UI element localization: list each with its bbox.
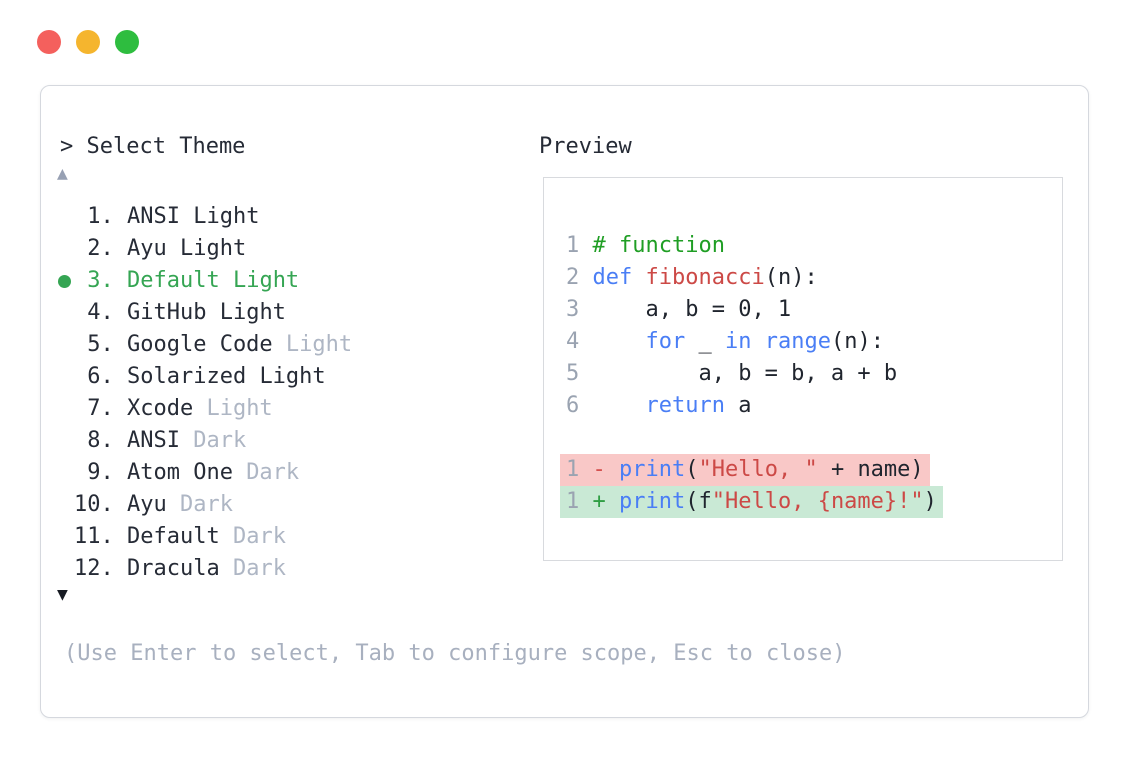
theme-item-variant: Dark (193, 428, 247, 453)
preview-pane: 1 # function 2 def fibonacci(n): 3 a, b = … (543, 177, 1063, 561)
theme-item-label: 6. Solarized (74, 364, 260, 389)
window-controls (37, 30, 139, 54)
selected-indicator-dot (58, 274, 71, 288)
theme-item-variant: Dark (232, 524, 286, 549)
code-line: 5 a, b = b, a + b (566, 361, 898, 386)
theme-list-item-github-light[interactable]: 4. GitHub Light (58, 297, 352, 329)
theme-list-item-ayu-dark[interactable]: 10. Ayu Dark (58, 489, 352, 521)
theme-item-label: 11. Default (74, 524, 233, 549)
theme-item-variant: Light (259, 364, 326, 389)
code-line: 4 for _ in range(n): (566, 329, 884, 354)
code-blank-line (566, 422, 1062, 454)
theme-list-item-default-dark[interactable]: 11. Default Dark (58, 521, 352, 553)
theme-item-label: 10. Ayu (74, 492, 180, 517)
code-line: 2 def fibonacci(n): (566, 265, 818, 290)
theme-item-label: 8. ANSI (74, 428, 194, 453)
theme-item-variant: Light (285, 332, 353, 357)
keyboard-hint: (Use Enter to select, Tab to configure s… (64, 641, 846, 666)
minimize-button[interactable] (76, 30, 100, 54)
theme-item-label: 7. Xcode (74, 396, 207, 421)
theme-item-variant: Dark (232, 556, 286, 581)
theme-item-variant: Light (193, 204, 260, 229)
theme-item-label: 1. ANSI (74, 204, 194, 229)
theme-list-item-xcode-light[interactable]: 7. Xcode Light (58, 393, 352, 425)
theme-item-label: 12. Dracula (74, 556, 233, 581)
code-line: 6 return a (566, 393, 752, 418)
theme-item-label: 3. Default (74, 268, 233, 293)
theme-list-item-google-code-light[interactable]: 5. Google Code Light (58, 329, 352, 361)
theme-item-variant: Dark (179, 492, 233, 517)
theme-list-item-ansi-light[interactable]: 1. ANSI Light (58, 201, 352, 233)
scroll-up-icon[interactable]: ▲ (57, 163, 68, 184)
theme-item-variant: Dark (246, 460, 300, 485)
theme-list-item-default-light[interactable]: 3. Default Light (58, 265, 352, 297)
preview-title: Preview (539, 134, 632, 159)
theme-item-variant: Light (179, 236, 247, 261)
theme-item-variant: Light (219, 300, 286, 325)
theme-item-label: 2. Ayu (74, 236, 180, 261)
theme-item-label: 9. Atom One (74, 460, 247, 485)
theme-list-item-solarized-light[interactable]: 6. Solarized Light (58, 361, 352, 393)
scroll-down-icon[interactable]: ▼ (57, 584, 68, 605)
diff-highlight-added: 1 + print(f"Hello, {name}!") (560, 486, 943, 518)
theme-list-item-atom-one-dark[interactable]: 9. Atom One Dark (58, 457, 352, 489)
code-line: 1 # function (566, 233, 725, 258)
zoom-button[interactable] (115, 30, 139, 54)
theme-list-item-ansi-dark[interactable]: 8. ANSI Dark (58, 425, 352, 457)
theme-item-variant: Light (206, 396, 273, 421)
theme-item-label: 5. Google Code (74, 332, 286, 357)
code-line: 3 a, b = 0, 1 (566, 297, 792, 322)
diff-line-removed: 1 - print("Hello, " + name) (560, 454, 1062, 486)
diff-highlight-removed: 1 - print("Hello, " + name) (560, 454, 930, 486)
theme-list: 1. ANSI Light 2. Ayu Light 3. Default Li… (58, 201, 352, 585)
theme-list-item-dracula-dark[interactable]: 12. Dracula Dark (58, 553, 352, 585)
select-theme-prompt: > Select Theme (60, 134, 246, 159)
theme-item-label: 4. GitHub (74, 300, 220, 325)
theme-list-item-ayu-light[interactable]: 2. Ayu Light (58, 233, 352, 265)
theme-item-variant: Light (232, 268, 300, 293)
theme-picker-window: > Select Theme Preview ▲ 1. ANSI Light 2… (40, 85, 1089, 718)
close-button[interactable] (37, 30, 61, 54)
diff-line-added: 1 + print(f"Hello, {name}!") (560, 486, 1062, 518)
